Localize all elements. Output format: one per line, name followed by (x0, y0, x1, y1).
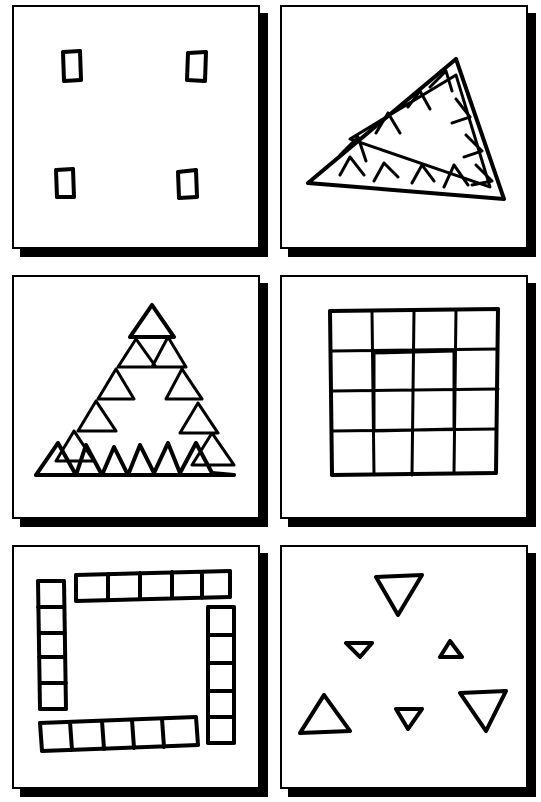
triangle-down (376, 575, 422, 615)
square-shape (187, 52, 206, 81)
four-squares-drawing (12, 5, 260, 249)
bottom-rectangle-row (40, 717, 198, 751)
small-triangle (78, 401, 116, 431)
top-rectangle-row (76, 571, 230, 601)
small-triangle (98, 369, 134, 399)
triangle-down (346, 643, 372, 657)
triangle-of-triangles-drawing (280, 5, 528, 249)
scattered-triangles-drawing (280, 545, 528, 789)
panel-triangle-of-triangles (280, 5, 528, 249)
panel-triangle-tree (12, 275, 260, 519)
triangle-down (460, 691, 506, 731)
triangle-up (300, 695, 350, 733)
square-grid-drawing (280, 275, 528, 519)
square-frame-drawing (12, 545, 260, 789)
small-triangle-chain (340, 71, 492, 187)
panel-square-frame (12, 545, 260, 789)
panel-four-squares (12, 5, 260, 249)
small-triangle (180, 403, 218, 433)
triangle-up (440, 641, 462, 657)
triangle-down (396, 709, 422, 729)
small-triangle (130, 305, 174, 337)
outer-triangle (308, 59, 504, 199)
panel-scattered-triangles (280, 545, 528, 789)
triangle-tree-drawing (12, 275, 260, 519)
grid-lines (332, 309, 498, 475)
small-triangle (118, 339, 156, 367)
panel-square-grid (280, 275, 528, 519)
square-shape (63, 51, 81, 81)
square-shape (56, 169, 74, 197)
square-shape (178, 170, 197, 198)
small-triangle (152, 337, 186, 367)
left-rectangle-column (38, 581, 66, 709)
right-rectangle-column (208, 607, 234, 743)
small-triangle (166, 369, 202, 399)
